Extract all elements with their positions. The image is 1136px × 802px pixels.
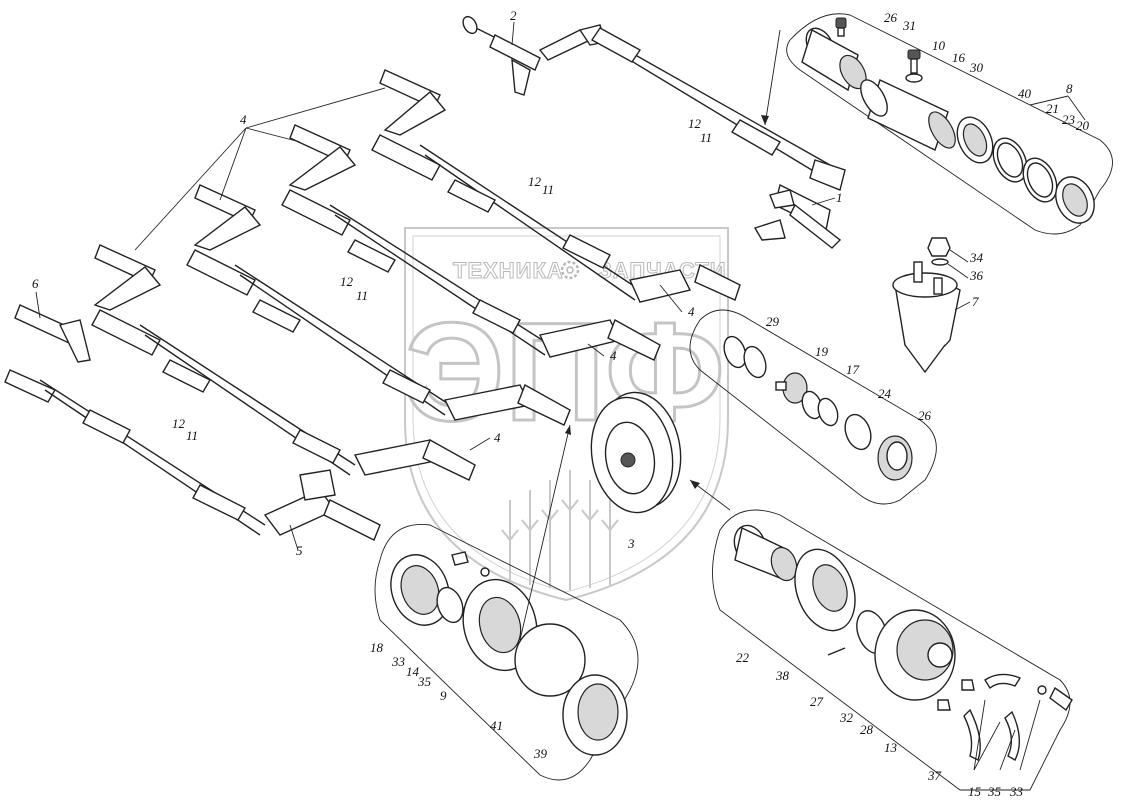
label-29: 29 [766, 314, 780, 329]
label-26a: 26 [884, 10, 898, 25]
label-5: 5 [296, 543, 303, 558]
rubber-buffer-7 [892, 237, 961, 374]
label-17: 17 [846, 362, 860, 377]
assembly-arrows [519, 29, 781, 641]
label-30: 30 [969, 60, 984, 75]
label-13: 13 [884, 740, 898, 755]
hub-parts-right [733, 524, 1073, 761]
label-7: 7 [972, 294, 979, 309]
bushing-30 [860, 79, 956, 151]
label-16: 16 [952, 50, 966, 65]
label-37: 37 [927, 768, 942, 783]
nut-34 [927, 237, 951, 266]
bolt-10 [905, 49, 923, 83]
label-26b: 26 [918, 408, 932, 423]
label-12d: 12 [172, 416, 186, 431]
label-22: 22 [736, 650, 750, 665]
axle-assembly-2 [281, 124, 661, 361]
wheat-icon [501, 470, 619, 590]
label-34: 34 [969, 250, 984, 265]
label-33a: 33 [391, 654, 406, 669]
axle-assembly-4 [91, 244, 476, 481]
axle-assembly-3 [186, 184, 571, 426]
label-40: 40 [1018, 86, 1032, 101]
label-36: 36 [969, 268, 984, 283]
lower-left-kit-outline [374, 523, 639, 781]
wheel-3 [590, 391, 682, 514]
label-33b: 33 [1009, 784, 1024, 799]
label-31: 31 [902, 18, 916, 33]
label-leaders [35, 21, 1086, 771]
label-11b: 11 [542, 182, 554, 197]
label-15: 15 [968, 784, 982, 799]
label-8: 8 [1066, 81, 1073, 96]
label-35a: 35 [417, 674, 432, 689]
label-12a: 12 [688, 116, 702, 131]
watermark-text-left: ТЕХНИКА [453, 258, 564, 283]
label-12c: 12 [340, 274, 354, 289]
label-1: 1 [836, 190, 843, 205]
label-28: 28 [860, 722, 874, 737]
label-12b: 12 [528, 174, 542, 189]
label-21: 21 [1046, 101, 1059, 116]
label-2: 2 [510, 8, 517, 23]
label-4a: 4 [240, 112, 247, 127]
label-41: 41 [490, 718, 503, 733]
label-11c: 11 [356, 288, 368, 303]
label-23: 23 [1062, 112, 1076, 127]
label-27: 27 [810, 694, 824, 709]
label-4d: 4 [494, 430, 501, 445]
label-24: 24 [878, 386, 892, 401]
seal-rings [956, 116, 1095, 224]
upper-right-kit-outline [786, 13, 1113, 235]
label-11a: 11 [700, 130, 712, 145]
label-38: 38 [775, 668, 790, 683]
axle-assembly-1 [371, 69, 741, 303]
label-4b: 4 [688, 304, 695, 319]
watermark-logo: ЭПФ [405, 293, 725, 450]
label-3: 3 [627, 536, 635, 551]
label-19: 19 [815, 344, 829, 359]
lower-right-kit-outline [712, 509, 1071, 791]
label-20: 20 [1076, 118, 1090, 133]
label-39: 39 [533, 746, 548, 761]
part-labels: 2 26 31 10 16 30 8 40 21 23 20 12 11 1 4… [32, 8, 1090, 799]
label-11d: 11 [186, 428, 198, 443]
label-14: 14 [406, 664, 420, 679]
label-4c: 4 [610, 348, 617, 363]
label-6: 6 [32, 276, 39, 291]
seal-parts [723, 335, 913, 481]
label-32: 32 [839, 710, 854, 725]
label-9: 9 [440, 688, 447, 703]
label-18: 18 [370, 640, 384, 655]
middle-seal-outline [689, 309, 937, 505]
gear-icon [560, 260, 580, 280]
label-35b: 35 [987, 784, 1002, 799]
bushing-31 [801, 27, 867, 92]
hub-parts-left [390, 551, 628, 756]
top-steering-assembly [462, 15, 846, 249]
label-10: 10 [932, 38, 946, 53]
grease-fitting-26 [835, 17, 847, 37]
bottom-steering-assembly [4, 304, 381, 541]
